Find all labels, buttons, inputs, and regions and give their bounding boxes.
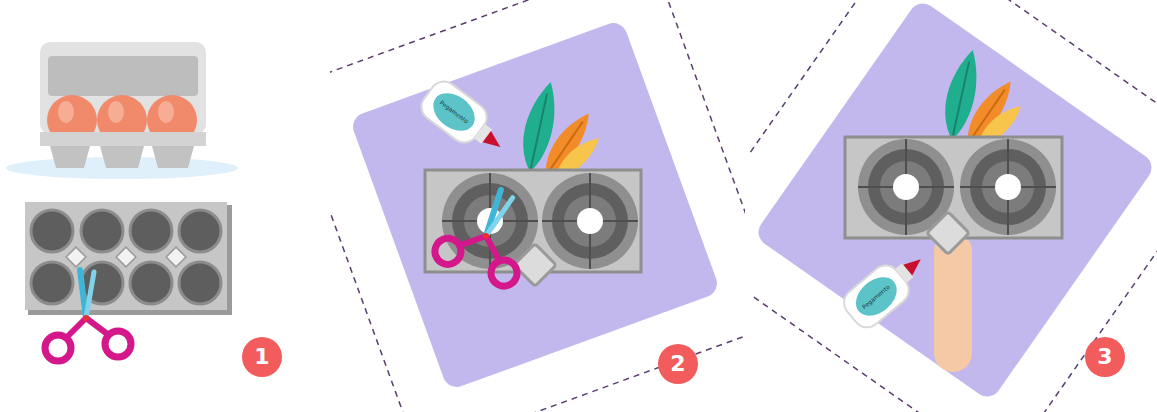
step-number-text: 1 — [254, 346, 269, 368]
bottle-label: Pegamento — [861, 284, 891, 310]
bottle-label: Pegamento — [439, 99, 470, 124]
step-number: 1 — [242, 337, 282, 377]
step-number: 2 — [658, 344, 698, 384]
step-number: 3 — [1085, 337, 1125, 377]
step-number-text: 3 — [1097, 346, 1112, 368]
step-number-text: 2 — [670, 353, 685, 375]
